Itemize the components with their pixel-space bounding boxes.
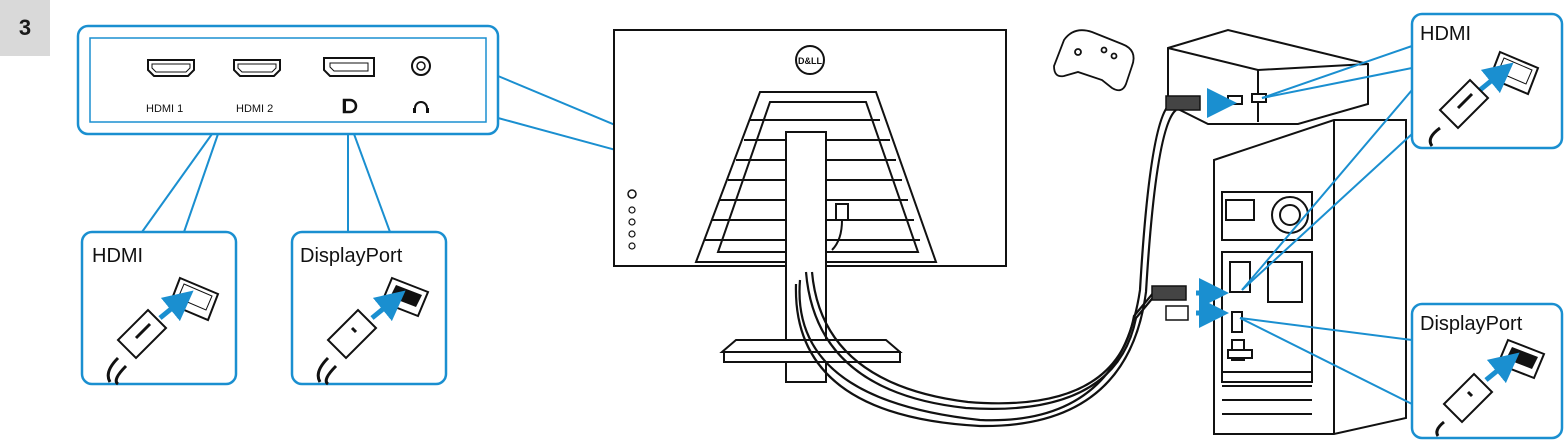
headphone-icon	[413, 101, 429, 113]
hdmi-2-label: HDMI 2	[236, 103, 273, 115]
monitor-displayport-callout-title: DisplayPort	[300, 245, 403, 267]
displayport-plug-icon	[316, 308, 378, 386]
step-number-badge: 3	[0, 0, 50, 56]
hdmi-2-port-icon	[233, 59, 281, 77]
pc-hdmi-callout-title: HDMI	[1420, 23, 1471, 45]
cables	[794, 103, 1177, 428]
hdmi-plug-icon	[1428, 78, 1490, 147]
monitor-cable-clip	[831, 203, 849, 251]
insert-arrow-icon	[1484, 352, 1520, 384]
monitor-displayport-callout: DisplayPort	[290, 230, 448, 386]
monitor-ports-panel: HDMI 1 HDMI 2	[76, 24, 500, 136]
monitor-control-buttons	[627, 189, 637, 250]
pc-hdmi-callout: HDMI	[1410, 12, 1564, 150]
displayport-plug-pc-icon	[1165, 298, 1229, 328]
insert-arrow-icon	[370, 290, 406, 322]
insert-arrow-icon	[1478, 62, 1514, 94]
monitor-hdmi-callout: HDMI	[80, 230, 238, 386]
hdmi-1-label: HDMI 1	[146, 103, 183, 115]
hdmi-plug-pc-icon	[1151, 278, 1229, 308]
monitor-hdmi-callout-title: HDMI	[92, 245, 143, 267]
hdmi-plug-icon	[106, 308, 168, 386]
dell-logo: D&LL	[795, 45, 825, 75]
monitor-back: D&LL	[613, 29, 1007, 383]
hdmi-plug-console-icon	[1165, 88, 1237, 118]
pc-displayport-callout: DisplayPort	[1410, 302, 1564, 440]
audio-jack-icon	[411, 56, 431, 76]
dell-logo-text: D&LL	[798, 56, 822, 66]
displayport-logo-icon	[342, 98, 358, 114]
insert-arrow-icon	[158, 290, 194, 322]
displayport-port-icon	[323, 57, 375, 77]
pc-displayport-callout-title: DisplayPort	[1420, 313, 1523, 335]
step-number: 3	[18, 15, 32, 40]
game-controller-icon	[1053, 29, 1135, 92]
right-callout-lines	[1239, 45, 1413, 405]
pc-tower	[1213, 119, 1407, 435]
displayport-plug-icon	[1435, 372, 1494, 437]
hdmi-1-port-icon	[147, 59, 195, 77]
